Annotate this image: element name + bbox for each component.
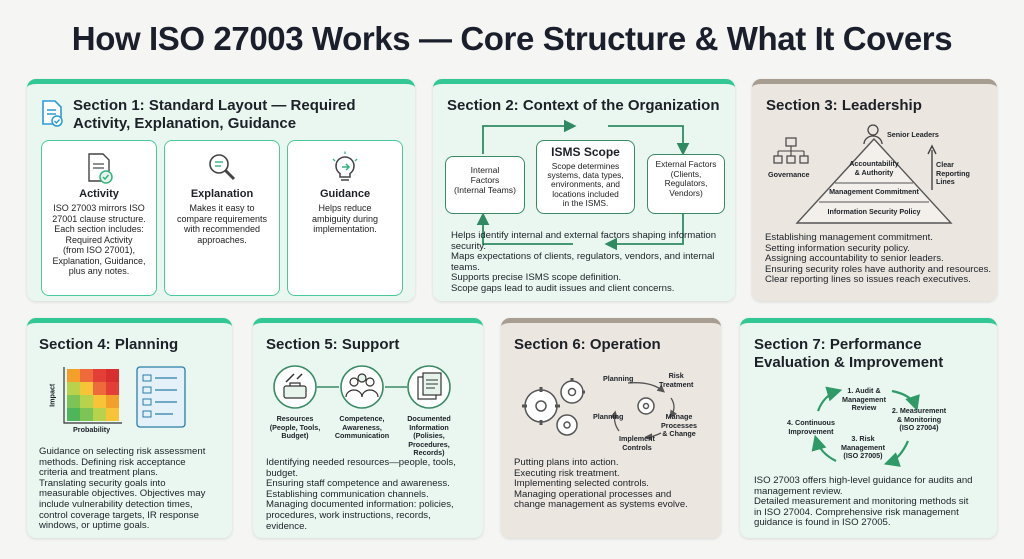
operation-cycle: [522, 378, 678, 441]
section-2-card: Section 2: Context of the Organization I…: [433, 79, 735, 301]
section-7-body: ISO 27003 offers high-level guidance for…: [754, 475, 973, 529]
planning-left-label: Planning: [593, 412, 624, 421]
explanation-title: Explanation: [190, 188, 254, 200]
section-3-title: Section 3: Leadership: [766, 97, 922, 114]
section-1-card: Section 1: Standard Layout — Required Ac…: [27, 79, 415, 301]
activity-title: Activity: [79, 188, 119, 200]
competence-label: Competence,Awareness,Communication: [334, 414, 390, 440]
management-commitment-label: Management Commitment: [829, 187, 919, 196]
section-4-title: Section 4: Planning: [39, 336, 179, 353]
probability-axis-label: Probability: [73, 425, 111, 434]
section-3-card: Section 3: Leadership Senior Leaders Acc…: [752, 79, 997, 301]
accountability-label: Accountability& Authority: [849, 159, 899, 177]
resources-label: Resources(People, Tools,Budget): [269, 414, 321, 440]
improvement-cycle: [811, 386, 920, 467]
magnifier-icon: [209, 154, 236, 181]
section-7-title: Section 7: Performance Evaluation & Impr…: [754, 336, 944, 371]
section-7-card: Section 7: Performance Evaluation & Impr…: [740, 318, 997, 538]
section-6-title: Section 6: Operation: [514, 336, 661, 353]
section-2-body: Helps identify internal and external fac…: [451, 230, 717, 294]
section-4-card: Section 4: Planning Impact Probability G…: [27, 318, 232, 538]
external-factors-box: External Factors(Clients,Regulators,Vend…: [647, 154, 725, 214]
guidance-title: Guidance: [319, 188, 371, 200]
scope-flow-arrows: [476, 119, 690, 251]
security-policy-label: Information Security Policy: [827, 207, 921, 216]
support-icons: [273, 365, 451, 409]
document-check-icon: [42, 100, 63, 127]
section-5-title: Section 5: Support: [266, 336, 400, 353]
section-6-body: Putting plans into action.Executing risk…: [514, 457, 688, 511]
risk-heatmap: [63, 366, 186, 428]
lightbulb-icon: [332, 151, 358, 181]
document-check-icon: [88, 153, 113, 184]
section-5-card: Section 5: Support Resources(People, Too…: [253, 318, 483, 538]
section-5-body: Identifying needed resources—people, too…: [266, 457, 456, 532]
page-title: How ISO 27003 Works — Core Structure & W…: [71, 20, 953, 57]
leadership-pyramid: [773, 124, 953, 224]
governance-label: Governance: [768, 170, 810, 179]
measurement-label: 2. Measurement& Monitoring(ISO 27004): [891, 406, 947, 432]
section-3-body: Establishing management commitment.Setti…: [765, 232, 992, 286]
impact-axis-label: Impact: [47, 383, 57, 407]
planning-top-label: Planning: [603, 374, 634, 383]
section-1-title: Section 1: Standard Layout — Required Ac…: [73, 97, 356, 132]
section-2-title: Section 2: Context of the Organization: [447, 97, 720, 114]
senior-leaders-label: Senior Leaders: [887, 130, 939, 139]
